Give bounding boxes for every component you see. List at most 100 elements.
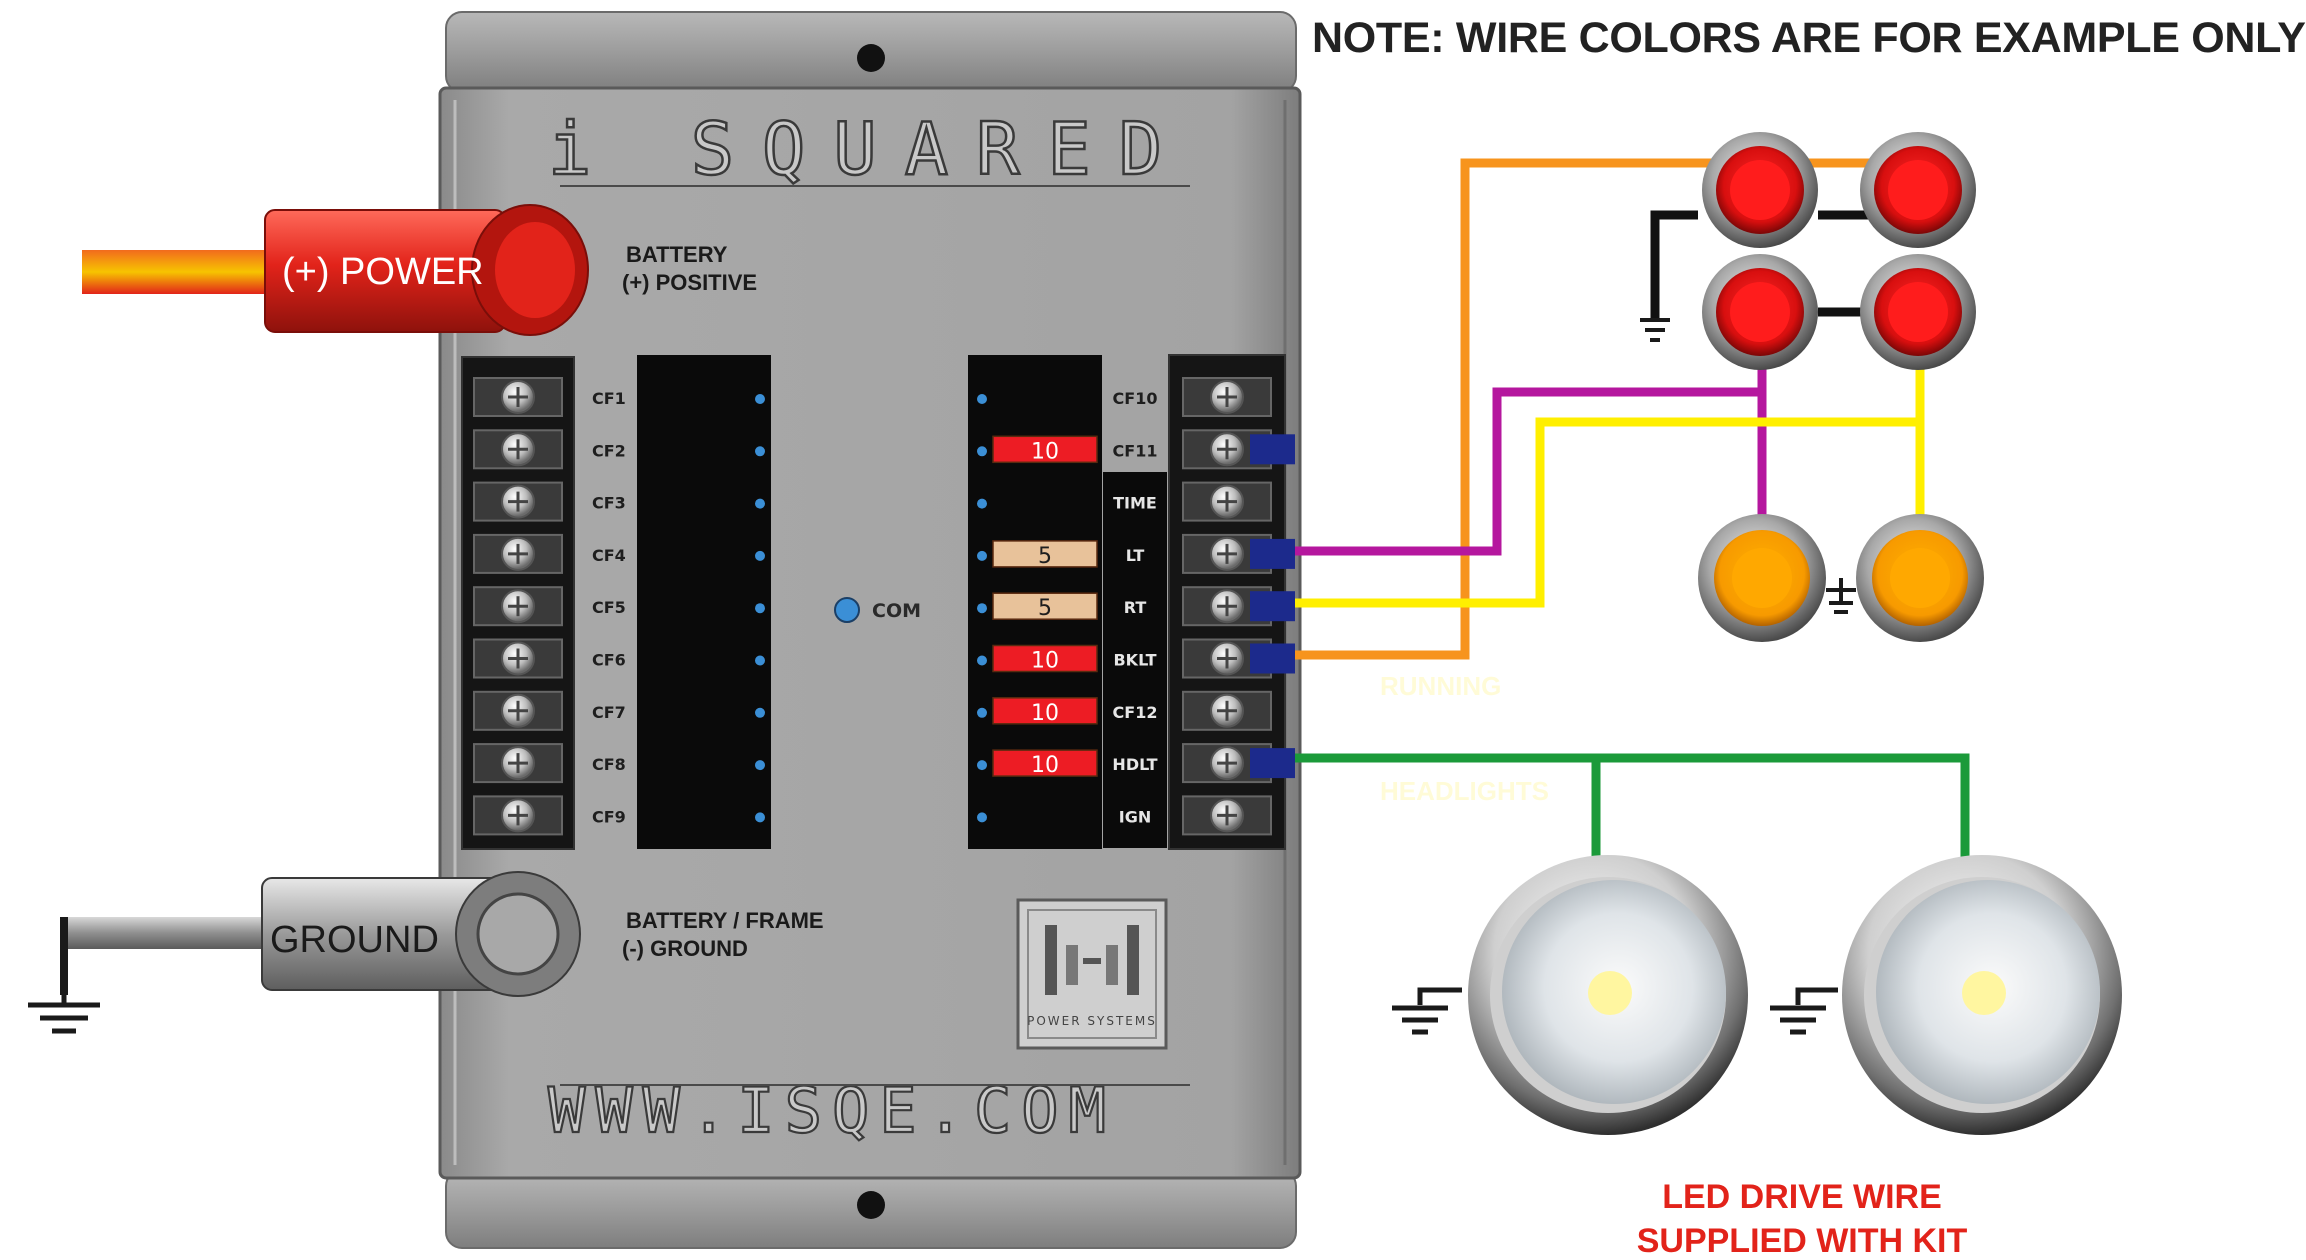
left-terminal-screws (473, 377, 563, 836)
fuse: 10 (992, 644, 1098, 674)
mounting-hole-top (857, 44, 885, 72)
terminal-label: CF10 (1113, 389, 1158, 408)
headlight-ground-icon (1770, 987, 1838, 1035)
power-caption-line2: (+) POSITIVE (622, 270, 757, 295)
terminal-label: CF3 (592, 494, 626, 513)
fuse-led (977, 603, 987, 614)
terminal-screw (473, 481, 563, 522)
fuse-rating: 10 (1031, 753, 1059, 778)
amber-ground-icon (1826, 578, 1856, 614)
turn-signal-lamps (1698, 514, 1984, 642)
mounting-hole-bottom (857, 1191, 885, 1219)
fuse-led (755, 550, 765, 561)
wire-connector (1250, 748, 1295, 779)
green-wire (1295, 753, 1970, 860)
ground-cable: GROUND (28, 871, 581, 1034)
tail-lamp-cluster (1702, 132, 1976, 370)
wire-connector (1250, 538, 1295, 569)
fuse-led (755, 655, 765, 666)
tail-lamp (1860, 132, 1976, 248)
terminal-screw (1182, 481, 1272, 522)
terminal-label: CF5 (592, 598, 626, 617)
wiring (1295, 158, 1970, 862)
fuse: 10 (992, 435, 1098, 464)
fuse-led (977, 707, 987, 718)
controller-module: i SQUARED WWW.ISQE.COM POWER SYSTEMS COM… (438, 11, 1302, 1249)
tail-lamp (1702, 254, 1818, 370)
terminal-screw (473, 690, 563, 731)
ground-terminal-label: GROUND (270, 919, 439, 961)
amber-lamp-right (1856, 514, 1984, 642)
com-led (834, 597, 860, 623)
ground-symbol-icon (28, 993, 100, 1034)
right-label-strip (1103, 472, 1167, 848)
power-systems-logo: POWER SYSTEMS (1016, 898, 1168, 1050)
left-fuse-leds (755, 394, 765, 823)
wire-connector (1250, 591, 1295, 622)
fuse-led (755, 446, 765, 457)
fuse-rating: 5 (1038, 596, 1052, 621)
terminal-screw (473, 638, 563, 679)
right-fuse-leds (977, 394, 987, 823)
fuse-rating: 10 (1031, 439, 1059, 464)
running-wire-label: RUNNING (1380, 671, 1501, 701)
terminal-screw (1182, 690, 1272, 731)
power-terminal-label: (+) POWER (282, 251, 484, 293)
terminal-screw (1182, 377, 1272, 417)
fuse-led (755, 394, 765, 404)
tail-lamp (1702, 132, 1818, 248)
fuse-led (977, 760, 987, 771)
amber-lamp-left (1698, 514, 1826, 642)
headlight-left (1468, 855, 1748, 1135)
fuse-led (755, 498, 765, 509)
fuse-led (977, 550, 987, 561)
fuse: 5 (992, 592, 1098, 621)
fuse-led (755, 812, 765, 823)
terminal-label: LT (1126, 546, 1145, 565)
power-caption-line1: BATTERY (626, 242, 728, 267)
fuse-led (977, 394, 987, 404)
led-caption-line2: SUPPLIED WITH KIT (1637, 1222, 1968, 1260)
magenta-wire (1295, 387, 1767, 556)
fuse-led (977, 446, 987, 457)
right-terminal-screws (1182, 377, 1295, 836)
terminal-label: CF11 (1113, 441, 1158, 460)
headlights (1392, 855, 2122, 1135)
tail-lamp (1860, 254, 1976, 370)
terminal-screw (473, 429, 563, 470)
fuse-led (977, 812, 987, 823)
headlight-ground-icon (1392, 987, 1462, 1035)
brand-logo-text: i SQUARED (548, 107, 1190, 191)
fuse-led (977, 498, 987, 509)
headlights-wire-label: HEADLIGHTS (1380, 776, 1549, 806)
ground-caption-line2: (-) GROUND (622, 936, 748, 961)
fuse: 5 (992, 540, 1098, 569)
fuse-led (755, 603, 765, 614)
fuse-led (755, 707, 765, 718)
headlight-right (1842, 855, 2122, 1135)
orange-wire (1295, 158, 1830, 660)
led-caption-line1: LED DRIVE WIRE (1662, 1178, 1942, 1216)
terminal-label: IGN (1119, 807, 1151, 826)
fuse: 10 (992, 749, 1098, 778)
terminal-label: CF9 (592, 807, 626, 826)
fuse-rating: 10 (1031, 649, 1059, 674)
logo-text: POWER SYSTEMS (1027, 1014, 1157, 1028)
terminal-label: CF1 (592, 389, 626, 408)
terminal-label: CF2 (592, 441, 626, 460)
terminal-label: CF6 (592, 651, 626, 670)
terminal-label: BKLT (1113, 651, 1156, 670)
terminal-screw (473, 377, 563, 417)
power-cable: (+) POWER (82, 204, 589, 336)
terminal-label: CF7 (592, 703, 626, 722)
left-fuse-block (637, 355, 771, 849)
ground-caption-line1: BATTERY / FRAME (626, 908, 824, 933)
terminal-screw (473, 795, 563, 836)
wire-connector (1250, 643, 1295, 674)
terminal-screw (473, 586, 563, 627)
terminal-label: CF4 (592, 546, 626, 565)
